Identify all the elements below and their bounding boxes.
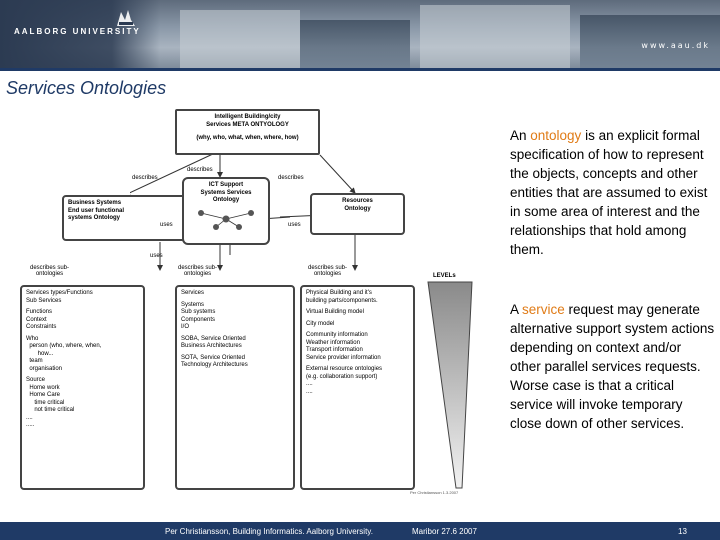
col2-item: Services — [181, 290, 205, 296]
describes-label-center: describes — [187, 167, 213, 173]
banner-divider — [0, 68, 720, 71]
ict-line1: ICT Support — [208, 182, 244, 188]
business-line2: End user functional — [68, 207, 125, 214]
col3-item: City model — [306, 320, 335, 327]
footer-event: Maribor 27.6 2007 — [412, 527, 477, 536]
describes-sub-1-line2: ontologies — [35, 271, 64, 277]
col3-item: (e.g. collaboration support) — [306, 373, 378, 380]
col2-item: SOBA, Service Oriented — [181, 335, 246, 342]
col1-item: Context — [26, 316, 47, 323]
meta-ontology-line1: Intelligent Building/city — [214, 114, 281, 120]
business-line3: systems Ontology — [68, 215, 121, 221]
col2-item: I/O — [181, 324, 190, 330]
uses-label-bottom: uses — [150, 253, 163, 259]
col1-item: Who — [26, 335, 39, 342]
col1-item: ..... — [26, 422, 35, 428]
ict-line3: Ontology — [212, 197, 240, 203]
describes-sub-1-line1: describes sub- — [30, 265, 70, 271]
col1-item: not time critical — [26, 407, 75, 413]
diagram-footnote: Per Christiansson 1.3.2007 — [410, 490, 459, 495]
footer-bar — [0, 522, 720, 540]
levels-wedge-indicator — [427, 281, 473, 489]
col2-item: Sub systems — [181, 309, 216, 315]
col1-item: Sub Services — [26, 297, 62, 304]
describes-sub-label-3: describes sub- ontologies — [308, 265, 347, 277]
meta-ontology-box: Intelligent Building/city Services META … — [175, 109, 320, 155]
col3-item: Transport information — [306, 347, 363, 353]
header-banner: AALBORG UNIVERSITY www.aau.dk — [0, 0, 720, 68]
col1-item: Home work — [26, 384, 60, 391]
col2-item: Technology Architectures — [181, 362, 248, 368]
col1-item: Source — [26, 377, 46, 383]
footer-author: Per Christiansson, Building Informatics.… — [165, 527, 373, 536]
services-column-box: Services types/Functions Sub Services Fu… — [20, 285, 145, 490]
page-number: 13 — [678, 527, 687, 536]
col1-item: .... — [26, 414, 33, 421]
university-url: www.aau.dk — [641, 41, 710, 50]
service-highlight: service — [522, 302, 565, 317]
col2-item: Components — [181, 316, 216, 323]
uses-label-right: uses — [288, 222, 301, 228]
describes-label-left: describes — [132, 175, 158, 181]
p2-pre: A — [510, 302, 523, 317]
col3-item: Virtual Building model — [306, 309, 364, 315]
business-systems-box: Business Systems End user functional sys… — [62, 195, 192, 241]
col3-item: Service provider information — [306, 354, 381, 361]
uses-label-left: uses — [160, 222, 173, 228]
resources-line1: Resources — [342, 198, 373, 204]
ontology-definition-paragraph: An ontology is an explicit formal specif… — [510, 126, 715, 259]
col1-item: person (who, where, when, — [26, 343, 102, 349]
col1-item: team — [26, 358, 43, 364]
describes-sub-2-line1: describes sub- — [178, 265, 218, 271]
col1-item: Services types/Functions — [26, 290, 93, 296]
meta-ontology-line2: Services META ONTYOLOGY — [206, 121, 289, 128]
p1-pre: An — [510, 128, 531, 143]
ict-support-box: ICT Support Systems Services Ontology — [182, 177, 270, 245]
p1-post: is an explicit formal specification of h… — [510, 128, 708, 257]
col3-item: building parts/components. — [306, 297, 378, 304]
col1-item: Home Care — [26, 392, 61, 398]
describes-sub-label-1: describes sub- ontologies — [30, 265, 69, 277]
col1-item: how... — [26, 350, 54, 357]
col2-item: Systems — [181, 301, 205, 308]
col1-item: Constraints — [26, 324, 57, 330]
col3-item: Weather information — [306, 339, 360, 346]
university-logo-text: AALBORG UNIVERSITY — [14, 27, 141, 36]
describes-sub-3-line1: describes sub- — [308, 265, 348, 271]
col3-item: .... — [306, 381, 313, 387]
col1-item: Functions — [26, 309, 53, 315]
university-emblem-icon — [117, 10, 135, 26]
col3-item: Community information — [306, 332, 368, 338]
business-line1: Business Systems — [68, 200, 122, 206]
col2-item: SOTA, Service Oriented — [181, 354, 245, 361]
col3-item: .... — [306, 388, 313, 395]
ontology-diagram: Intelligent Building/city Services META … — [20, 105, 480, 505]
resources-ontology-box: Resources Ontology — [310, 193, 405, 235]
systems-column-box: Services Systems Sub systems Components … — [175, 285, 295, 490]
col1-item: organisation — [26, 365, 63, 372]
describes-sub-2-line2: ontologies — [183, 271, 212, 277]
network-graph-icon — [198, 209, 254, 230]
col3-item: External resource ontologies — [306, 366, 383, 372]
col1-item: time critical — [26, 399, 65, 406]
levels-label: LEVELs — [433, 273, 456, 279]
resources-line2: Ontology — [344, 205, 371, 212]
col2-item: Business Architectures — [181, 343, 242, 349]
p2-post: request may generate alternative support… — [510, 302, 715, 431]
ict-line2: Systems Services — [200, 189, 252, 196]
describes-label-right: describes — [278, 175, 304, 181]
resources-column-box: Physical Building and it's building part… — [300, 285, 415, 490]
page-title: Services Ontologies — [6, 78, 167, 98]
col3-item: Physical Building and it's — [306, 290, 372, 296]
describes-sub-label-2: describes sub- ontologies — [178, 265, 217, 277]
service-request-paragraph: A service request may generate alternati… — [510, 300, 715, 433]
ontology-highlight: ontology — [530, 128, 582, 143]
meta-ontology-line3: (why, who, what, when, where, how) — [196, 135, 299, 141]
describes-sub-3-line2: ontologies — [313, 271, 342, 277]
